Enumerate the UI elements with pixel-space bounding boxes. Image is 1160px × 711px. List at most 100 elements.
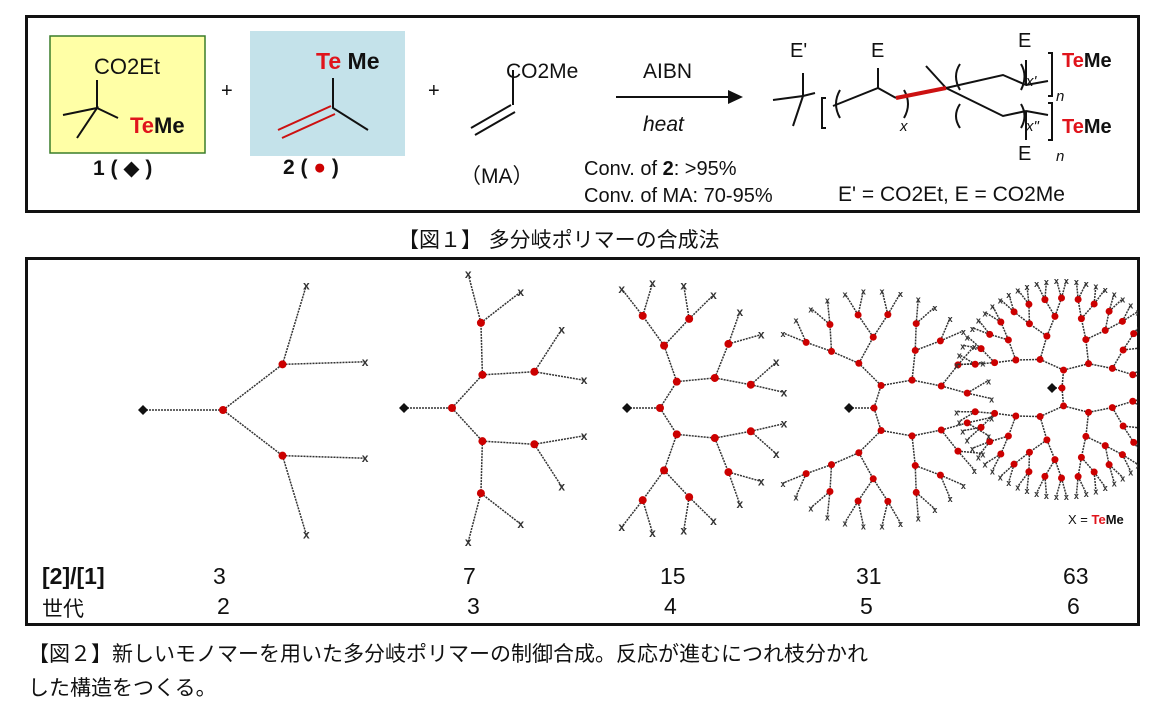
generation-value: 2 (217, 593, 230, 619)
branch-point-dot (1043, 436, 1051, 444)
branch-point-dot (1108, 364, 1116, 372)
branch-point-dot (1105, 307, 1113, 315)
teme-end-x: x (1034, 489, 1039, 499)
branch-chain (782, 472, 807, 484)
branch-chain (829, 464, 833, 492)
teme-end-x: x (983, 308, 988, 318)
branch-point-dot (278, 360, 287, 369)
branch-chain (1007, 339, 1017, 361)
teme-end-x: x (1084, 489, 1089, 499)
branch-point-dot (638, 496, 647, 505)
branch-chain (805, 341, 832, 353)
diamond-symbol: ◆ (123, 157, 140, 180)
branch-chain (533, 443, 563, 488)
branch-chain (676, 433, 715, 439)
product-teme-top: TeMe (1062, 50, 1112, 73)
teme-end-x: x (581, 373, 588, 387)
double-bond-black (470, 104, 516, 136)
branch-point-dot (1105, 461, 1113, 469)
branch-point-dot (710, 434, 719, 443)
branch-chain (467, 493, 482, 543)
branch-point-dot (1082, 432, 1090, 440)
branch-chain (873, 385, 882, 409)
te-text: Te (130, 113, 155, 138)
branch-point-dot (986, 330, 994, 338)
teme-end-x: x (1120, 295, 1125, 305)
branch-chain (222, 409, 283, 457)
branch-point-dot (1004, 432, 1012, 440)
branch-chain (1029, 439, 1048, 453)
branch-point-dot (1025, 320, 1033, 328)
branch-point-dot (971, 408, 979, 416)
teme-end-x: x (558, 480, 565, 494)
teme-end-x: x (1112, 479, 1117, 489)
branch-point-dot (746, 427, 755, 436)
teme-end-x: x (960, 341, 965, 351)
branch-point-dot (1025, 300, 1033, 308)
branch-chain (1080, 436, 1087, 458)
branch-chain (728, 471, 762, 483)
initiator-diamond (138, 405, 148, 415)
branch-chain (1111, 349, 1124, 369)
branch-point-dot (855, 359, 863, 367)
conv-prefix: Conv. of (584, 158, 663, 180)
branch-point-dot (986, 438, 994, 446)
ratio-value: 63 (1063, 563, 1089, 589)
branch-chain (1085, 329, 1106, 341)
teme-end-x: x (758, 474, 765, 488)
branch-chain (940, 474, 964, 486)
branch-chain (880, 429, 913, 437)
branch-chain (714, 343, 730, 379)
branch-point-dot (685, 493, 694, 502)
branch-chain (621, 499, 644, 528)
teme-end-x: x (880, 522, 885, 532)
branch-point-dot (1036, 413, 1044, 421)
branch-point-dot (1036, 355, 1044, 363)
branch-chain (1046, 439, 1056, 460)
branch-point-dot (219, 406, 227, 414)
branch-chain (941, 422, 968, 431)
branch-point-dot (530, 367, 539, 376)
branch-chain (451, 407, 483, 442)
teme-end-x: x (961, 481, 966, 491)
teme-end-x: x (1064, 276, 1069, 286)
branch-point-dot (954, 361, 962, 369)
teme-end-x: x (581, 429, 588, 443)
reagent-aibn: AIBN (643, 60, 693, 83)
branch-chain (682, 496, 690, 531)
teme-end-x: x (970, 444, 975, 454)
teme-end-x: x (898, 289, 903, 299)
teme-end-x: x (1112, 289, 1117, 299)
teme-end-x: x (1093, 281, 1098, 291)
key-prefix: X = (1068, 512, 1092, 527)
branch-point-dot (1077, 315, 1085, 323)
teme-end-x: x (649, 526, 656, 540)
teme-end-x: x (1136, 307, 1138, 317)
teme-end-x: x (1093, 487, 1098, 497)
branch-chain (663, 318, 690, 347)
branch-point-dot (854, 311, 862, 319)
teme-end-x: x (1136, 461, 1138, 471)
branch-chain (663, 434, 678, 471)
branch-point-dot (1010, 308, 1018, 316)
teme-end-x: x (960, 427, 965, 437)
teme-end-x: x (780, 479, 785, 489)
branch-point-dot (1051, 312, 1059, 320)
teme-end-x: x (1015, 286, 1020, 296)
teme-end-x: x (954, 360, 959, 370)
branch-point-dot (710, 373, 719, 382)
branch-point-dot (911, 346, 919, 354)
branch-chain (714, 430, 751, 439)
branch-point-dot (1012, 356, 1020, 364)
branch-point-dot (1082, 336, 1090, 344)
branch-chain (967, 416, 992, 424)
teme-end-x: x (808, 504, 813, 514)
branch-chain (858, 362, 882, 387)
initiator-diamond (622, 403, 632, 413)
branch-chain (641, 499, 654, 533)
teme-end-x: x (781, 417, 788, 431)
branch-chain (880, 379, 913, 387)
product-n: n (1056, 148, 1065, 165)
compound-2-highlight (250, 31, 405, 156)
branch-chain (887, 500, 902, 524)
